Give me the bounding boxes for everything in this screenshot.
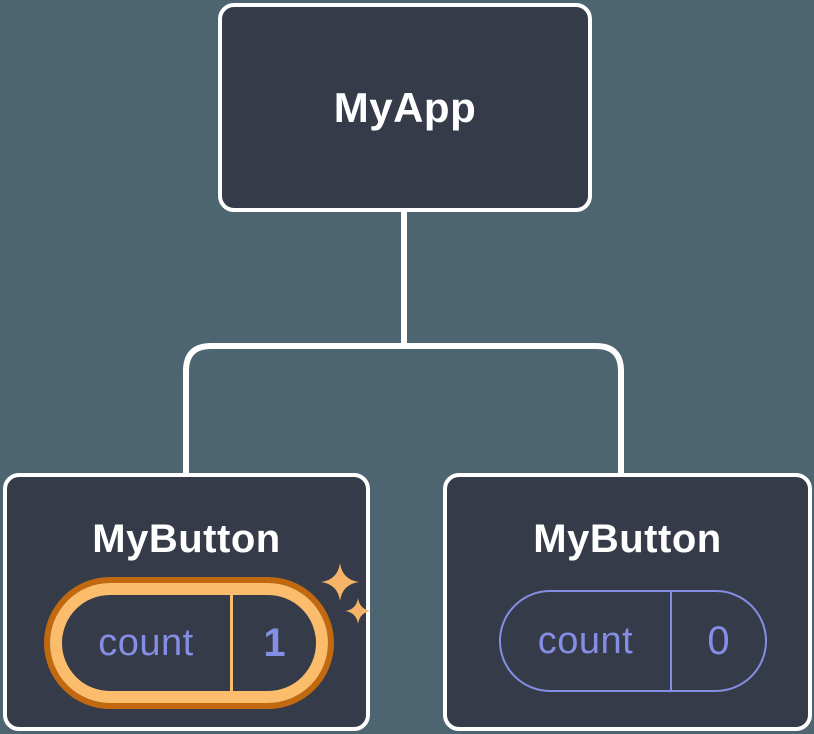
component-label: MyApp	[333, 83, 477, 131]
state-value-cell: 1	[233, 595, 316, 691]
component-node-mybutton-right: MyButton count 0	[443, 473, 812, 731]
state-key-cell: count	[62, 595, 233, 691]
component-node-mybutton-left: MyButton count 1	[3, 473, 371, 731]
component-node-myapp: MyApp	[218, 3, 592, 212]
sparkles-icon	[321, 563, 371, 624]
sparkle-small	[345, 598, 371, 624]
state-key-label: count	[537, 619, 634, 662]
state-value-cell: 0	[672, 592, 765, 690]
component-label: MyButton	[92, 517, 281, 561]
state-key-label: count	[98, 621, 194, 664]
state-key-cell: count	[501, 592, 672, 690]
state-value: 1	[263, 620, 286, 665]
state-value: 0	[707, 618, 730, 663]
state-pill-highlighted: count 1	[50, 583, 328, 703]
component-label: MyButton	[533, 517, 722, 561]
connector-branch	[183, 343, 624, 475]
sparkle-large	[321, 563, 359, 601]
state-pill-plain: count 0	[499, 590, 767, 692]
